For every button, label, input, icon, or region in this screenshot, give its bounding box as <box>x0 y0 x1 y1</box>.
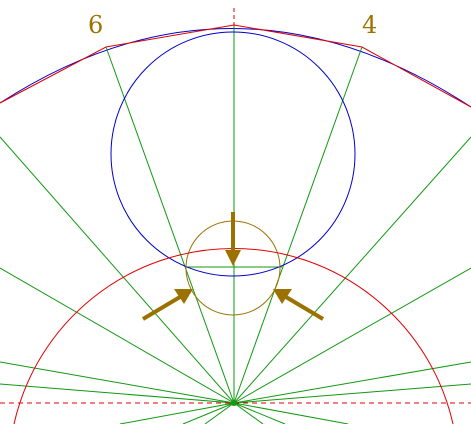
ray-right-3 <box>233 267 471 404</box>
ray-down-left-2 <box>204 402 235 424</box>
ray-down-left-3 <box>182 402 235 424</box>
green-rays <box>0 26 471 424</box>
ray-right-top <box>233 46 363 404</box>
ray-right-5 <box>233 383 471 404</box>
ray-down-right-2 <box>233 402 264 424</box>
outer-blue-arc <box>0 28 471 108</box>
ray-right-2 <box>233 136 471 404</box>
label-left: 6 <box>88 11 103 39</box>
center-point <box>231 400 237 406</box>
ray-left-4 <box>0 361 235 404</box>
red-chord-polyline <box>0 24 471 108</box>
ray-down-right-1 <box>233 402 349 424</box>
brown-arrows <box>141 212 325 321</box>
arrow-down <box>225 212 241 266</box>
ray-down-right-3 <box>233 402 286 424</box>
ray-left-top <box>105 46 235 404</box>
arrow-left-diagonal <box>141 289 193 321</box>
label-right: 4 <box>362 11 377 39</box>
large-blue-circle <box>110 31 356 277</box>
ray-down-left-1 <box>119 402 235 424</box>
ray-right-4 <box>233 361 471 404</box>
ray-left-5 <box>0 383 235 404</box>
ray-left-2 <box>0 136 235 404</box>
arrow-right-diagonal <box>273 289 325 321</box>
ray-left-3 <box>0 267 235 404</box>
